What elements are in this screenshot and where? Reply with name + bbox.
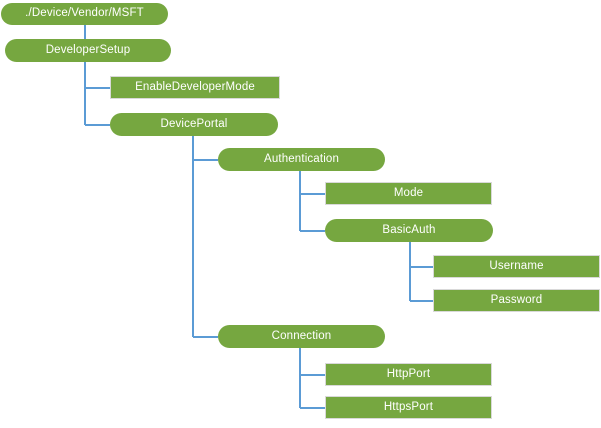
tree-node-connection[interactable]: Connection bbox=[218, 325, 385, 348]
tree-node-username[interactable]: Username bbox=[433, 255, 600, 278]
tree-node-deviceportal[interactable]: DevicePortal bbox=[110, 113, 278, 136]
tree-node-root[interactable]: ./Device/Vendor/MSFT bbox=[1, 3, 168, 25]
tree-node-httpsport[interactable]: HttpsPort bbox=[325, 396, 492, 419]
tree-node-password[interactable]: Password bbox=[433, 289, 600, 312]
tree-node-httpport[interactable]: HttpPort bbox=[325, 363, 492, 386]
tree-node-basicauth[interactable]: BasicAuth bbox=[325, 219, 493, 242]
tree-node-authentication[interactable]: Authentication bbox=[218, 148, 385, 171]
tree-node-developersetup[interactable]: DeveloperSetup bbox=[5, 39, 171, 62]
tree-node-enabledevelopermode[interactable]: EnableDeveloperMode bbox=[110, 76, 280, 99]
tree-node-mode[interactable]: Mode bbox=[325, 182, 492, 205]
